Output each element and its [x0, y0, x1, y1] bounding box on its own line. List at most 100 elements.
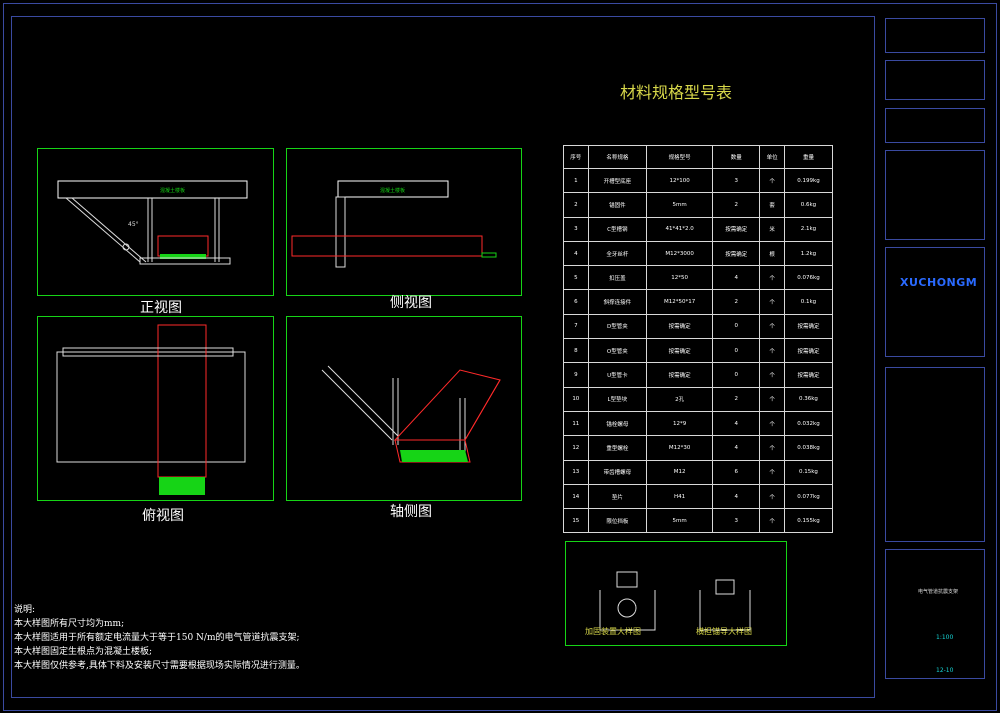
table-cell: 个 [759, 289, 785, 315]
table-cell: C型槽钢 [587, 216, 648, 242]
table-cell: 41*41*2.0 [646, 216, 714, 242]
table-cell: 7 [563, 313, 589, 340]
table-cell: 0.15kg [783, 459, 834, 485]
table-cell: M12*30 [646, 435, 714, 461]
table-cell: 斜撑连接件 [587, 289, 648, 315]
table-cell: 开槽型底座 [587, 167, 648, 194]
table-cell: 个 [759, 313, 785, 340]
table-cell: 0.1kg [783, 289, 834, 315]
table-cell: 锚固件 [587, 192, 648, 218]
table-cell: 3 [712, 167, 761, 194]
table-cell: 2.1kg [783, 216, 834, 242]
axo-view-frame [286, 316, 522, 501]
table-cell: 个 [759, 459, 785, 485]
table-cell: M12*50*17 [646, 289, 714, 315]
table-cell: 12 [563, 435, 589, 461]
note-line: 本大样图仅供参考,具体下料及安装尺寸需要根据现场实际情况进行测量。 [14, 661, 305, 671]
inner-border [11, 16, 875, 698]
table-title: 材料规格型号表 [620, 83, 733, 102]
col-header: 规格型号 [646, 145, 714, 169]
table-cell: 限位挡板 [587, 508, 648, 534]
table-cell: 13 [563, 459, 589, 485]
table-cell: 0 [712, 338, 761, 364]
front-view-frame [37, 148, 274, 296]
front-view-drawing: 混凝土楼板 45° [57, 180, 248, 265]
table-cell: 0.6kg [783, 192, 834, 218]
table-cell: 按需确定 [783, 362, 834, 388]
drawing-name: 电气管道抗震支架 [918, 589, 959, 595]
table-cell: 9 [563, 362, 589, 388]
table-cell: 10 [563, 386, 589, 412]
table-cell: 个 [759, 265, 785, 291]
top-view-drawing [56, 324, 246, 495]
table-cell: 扣压盖 [587, 265, 648, 291]
table-cell: 按需确定 [646, 313, 714, 340]
table-cell: 2 [712, 289, 761, 315]
side-view-frame [286, 148, 522, 296]
table-cell: M12 [646, 459, 714, 485]
table-cell: 垫片 [587, 483, 648, 510]
table-cell: 5 [563, 265, 589, 291]
table-cell: 按需确定 [712, 216, 761, 242]
col-header: 单位 [759, 145, 785, 169]
top-view-caption: 俯视图 [142, 508, 184, 524]
table-cell: 2 [712, 192, 761, 218]
table-cell: 带齿槽螺母 [587, 459, 648, 485]
detail-frame [565, 541, 787, 646]
table-cell: 2孔 [646, 386, 714, 412]
table-cell: 个 [759, 435, 785, 461]
table-cell: 个 [759, 167, 785, 194]
table-cell: 按需确定 [646, 338, 714, 364]
table-header-row: 序号 名称规格 规格型号 数量 单位 重量 [563, 145, 834, 169]
table-cell: 0.36kg [783, 386, 834, 412]
table-cell: 15 [563, 508, 589, 534]
table-cell: 14 [563, 483, 589, 510]
detail-drawing [599, 571, 751, 631]
outer-border [3, 3, 997, 711]
table-cell: 0.155kg [783, 508, 834, 534]
table-cell: 2 [712, 386, 761, 412]
table-cell: 3 [712, 508, 761, 534]
table-cell: 按需确定 [646, 362, 714, 388]
table-cell: 个 [759, 338, 785, 364]
title-block-1 [885, 18, 985, 53]
title-block-5 [885, 367, 985, 542]
notes-title: 说明: [14, 605, 36, 615]
table-cell: 0.076kg [783, 265, 834, 291]
table-cell: 0.032kg [783, 410, 834, 437]
note-line: 本大样图固定生根点为混凝土楼板; [14, 647, 153, 657]
beam-label: 混凝土楼板 [160, 187, 185, 194]
table-cell: 4 [563, 240, 589, 267]
table-cell: M12*3000 [646, 240, 714, 267]
table-cell: 1.2kg [783, 240, 834, 267]
table-cell: 1 [563, 167, 589, 194]
table-cell: 0 [712, 362, 761, 388]
table-cell: 2 [563, 192, 589, 218]
angle-label: 45° [128, 221, 139, 228]
table-cell: 0 [712, 313, 761, 340]
table-cell: H41 [646, 483, 714, 510]
axo-view-caption: 轴侧图 [390, 504, 432, 520]
title-block-2 [885, 60, 985, 100]
detail-left-caption: 加固装置大样图 [585, 627, 641, 636]
front-view-caption: 正视图 [140, 300, 182, 316]
table-cell: 5mm [646, 508, 714, 534]
col-header: 名称规格 [587, 145, 648, 169]
scale-value: 1:100 [936, 634, 954, 641]
table-cell: 12*50 [646, 265, 714, 291]
table-cell: 4 [712, 435, 761, 461]
table-cell: 0.077kg [783, 483, 834, 510]
note-line: 本大样图所有尺寸均为mm; [14, 619, 125, 629]
title-block-4 [885, 150, 985, 240]
